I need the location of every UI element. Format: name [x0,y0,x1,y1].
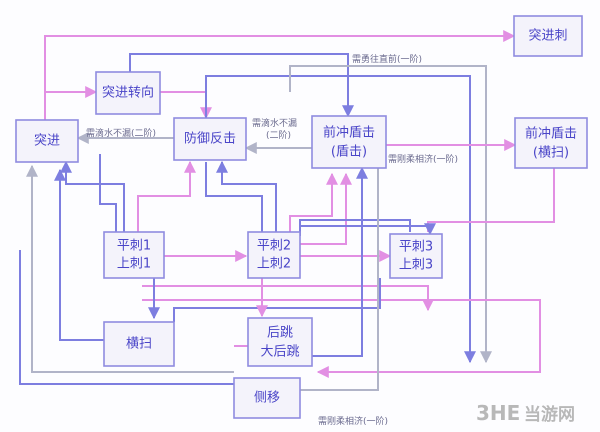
note-left: 需滴水不漏(二阶) [86,127,156,139]
note-bottom: 需刚柔相济(一阶) [318,415,388,427]
node-pingci2: 平刺2 上刺2 [247,231,301,279]
node-houtiao-line2: 大后跳 [260,345,299,360]
wire-pingci2-to-qianchong-b [300,172,352,245]
note-right: 需刚柔相济(一阶) [388,153,458,165]
node-qianchong-dunji: 前冲盾击 (盾击) [311,115,387,169]
node-tujin-zhuanxiang: 突进转向 [95,71,161,115]
watermark-brand: 3HE [476,401,520,425]
node-tujin-ci-label: 突进刺 [528,28,567,44]
wire-pingci1-up [99,154,117,232]
node-pingci2-line2: 上刺2 [257,257,291,272]
node-cheyi: 侧移 [233,377,301,419]
wire-cheyi-up [300,168,379,391]
wire-to-pingci3 [300,223,436,236]
wire-cheyi-to-tujin [26,164,234,373]
wire-pingci2-up [205,162,263,232]
wire-pingci2-to-fangyu [216,160,277,232]
node-hengsao: 横扫 [103,321,175,367]
node-cheyi-label: 侧移 [254,391,280,406]
node-tujin-zhuanxiang-label: 突进转向 [102,85,154,101]
node-fangyu-fanji: 防御反击 [173,117,247,161]
node-pingci3-line1: 平刺3 [399,240,433,255]
wire-pingci1-to-fangyu [137,160,196,232]
wire-pink-to-cheyi [142,299,541,378]
node-houtiao-line1: 后跳 [267,326,293,341]
node-fangyu-fanji-label: 防御反击 [184,131,236,147]
node-qianchong-dunji-line1: 前冲盾击 [323,125,375,141]
node-pingci2-line1: 平刺2 [257,239,291,254]
wire-cheyi-left [19,250,234,385]
node-tujin-label: 突进 [34,133,60,149]
node-pingci1: 平刺1 上刺1 [103,231,165,279]
node-pingci3-line2: 上刺3 [399,258,433,273]
wire-gray-loop-right [289,65,492,364]
wire-pingci1-to-tujin [60,160,125,232]
wire-zhuanxiang-to-fangyu [160,91,212,120]
node-qianchong-dunji-line2: (盾击) [331,145,367,160]
node-hengsao-label: 横扫 [126,337,152,352]
node-qianchong-hengsao-line2: (横扫) [533,146,569,161]
wire-pingci3-to-hengsao [427,168,555,232]
node-tujin: 突进 [15,119,79,163]
wire-pingci2-to-qianchong [289,172,338,232]
connector-wires [19,30,555,391]
node-qianchong-hengsao-line1: 前冲盾击 [525,126,577,142]
node-pingci1-line1: 平刺1 [117,239,151,254]
node-houtiao: 后跳 大后跳 [247,317,313,367]
node-pingci1-line2: 上刺1 [117,257,151,272]
note-center-line2: (二阶) [266,129,291,141]
wire-mid-pink-right [142,285,434,312]
note-center-line1: 需滴水不漏 [252,117,297,129]
watermark: 3HE 当游网 [476,401,575,425]
wire-fangyu-loop-right [205,75,476,364]
node-tujin-ci: 突进刺 [513,15,583,57]
wire-hengsao-loop [173,278,381,322]
node-pingci3: 平刺3 上刺3 [389,233,443,279]
wire-houtiao-to-qianchong [312,166,368,357]
wire-hengsao-to-tujin [54,168,104,341]
watermark-site: 当游网 [524,404,575,425]
node-qianchong-hengsao: 前冲盾击 (横扫) [514,117,588,169]
note-top: 需勇往直前(一阶) [352,53,422,65]
wire-top-loop-qianchong [129,53,354,118]
